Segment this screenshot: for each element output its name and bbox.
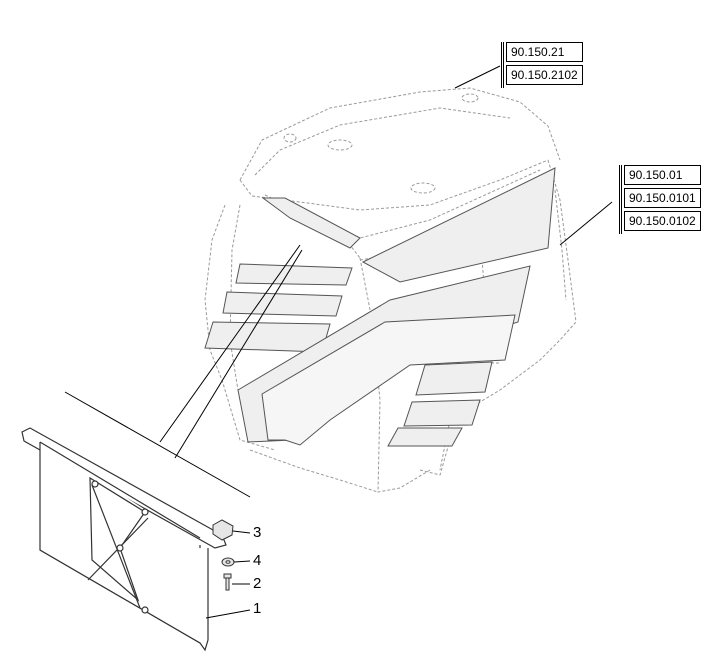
reference-group-right: 90.150.01 90.150.0101 90.150.0102 <box>619 165 701 234</box>
cab-decals <box>204 167 556 447</box>
reference-group-top: 90.150.21 90.150.2102 <box>501 42 583 88</box>
small-parts <box>212 519 235 591</box>
ref-90-150-0101[interactable]: 90.150.0101 <box>624 188 701 208</box>
ref-90-150-0102[interactable]: 90.150.0102 <box>624 211 701 231</box>
callout-2[interactable]: 2 <box>253 575 262 592</box>
callout-1[interactable]: 1 <box>253 600 262 617</box>
callout-leaders <box>205 530 251 619</box>
callout-3[interactable]: 3 <box>253 524 262 541</box>
ref-90-150-21[interactable]: 90.150.21 <box>506 42 583 62</box>
part-3-cap <box>212 519 234 541</box>
ref-90-150-2102[interactable]: 90.150.2102 <box>506 65 583 85</box>
leader-lines <box>64 65 613 498</box>
ref-90-150-01[interactable]: 90.150.01 <box>624 165 701 185</box>
roller-blind <box>21 427 227 652</box>
part-2-screw-head <box>223 573 232 579</box>
callout-4[interactable]: 4 <box>253 552 262 569</box>
